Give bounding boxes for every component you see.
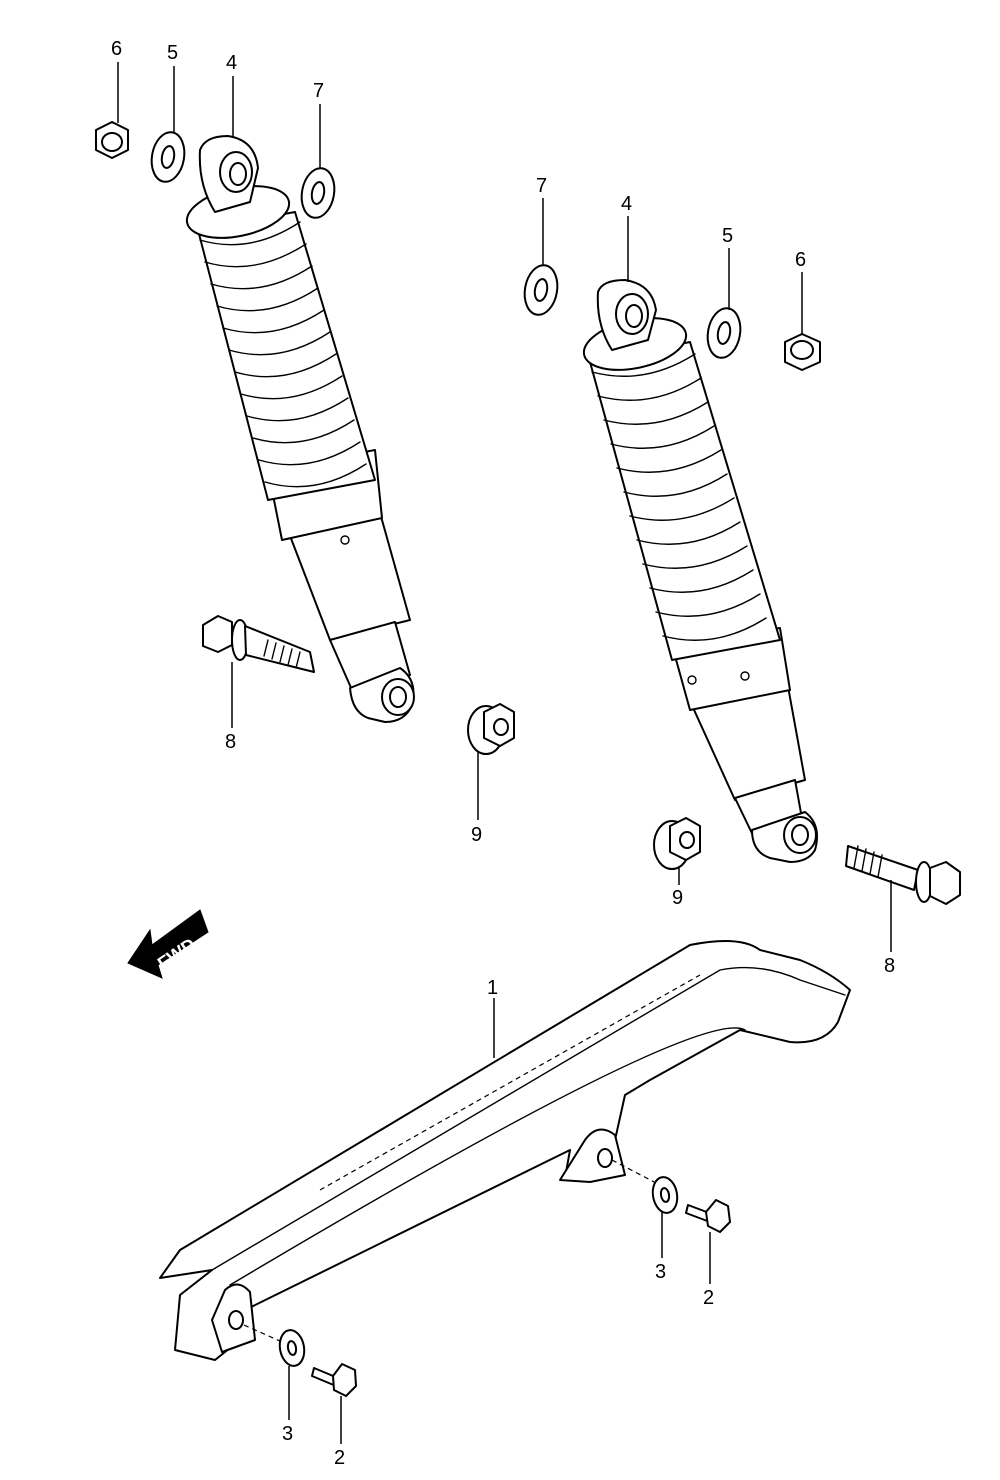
callout-2-lower: 2 [334, 1447, 345, 1469]
bolt-8-left [202, 615, 315, 673]
flange-nut-9-left [467, 703, 515, 755]
washer-7-left [300, 167, 336, 219]
callout-4-left: 4 [226, 52, 237, 74]
flange-nut-9-right [653, 817, 701, 870]
bolt-8-right [845, 845, 961, 905]
callout-5-right: 5 [722, 225, 733, 247]
callout-7-right: 7 [536, 175, 547, 197]
washer-5-right [706, 307, 742, 359]
right-shock-absorber [582, 279, 818, 863]
left-shock-absorber [185, 135, 415, 723]
callout-7-left: 7 [313, 80, 324, 102]
left-spring [197, 211, 376, 501]
callout-9-left: 9 [471, 824, 482, 846]
callout-6-right: 6 [795, 249, 806, 271]
washer-3-lower [278, 1329, 306, 1367]
callout-4-right: 4 [621, 193, 632, 215]
callout-5-left: 5 [167, 42, 178, 64]
fwd-arrow: FWD [127, 909, 209, 979]
nut-6-left [95, 121, 129, 159]
nut-6-right [784, 333, 821, 371]
callout-1: 1 [487, 977, 498, 999]
leader-lines [117, 62, 892, 1444]
callout-8-left: 8 [225, 731, 236, 753]
chain-case-1 [159, 940, 851, 1361]
callout-9-right: 9 [672, 887, 683, 909]
callout-3-upper: 3 [655, 1261, 666, 1283]
callout-3-lower: 3 [282, 1423, 293, 1445]
callout-2-upper: 2 [703, 1287, 714, 1309]
right-spring [589, 341, 781, 661]
washer-7-right [523, 264, 559, 316]
washer-3-upper [651, 1176, 679, 1214]
callout-6-left: 6 [111, 38, 122, 60]
bolt-2-lower [311, 1363, 357, 1397]
callout-8-right: 8 [884, 955, 895, 977]
callout-numbers: 6 5 4 7 7 4 5 6 8 9 9 8 1 3 2 3 2 [111, 38, 895, 1469]
bolt-2-upper [685, 1199, 731, 1233]
washer-5-left [150, 131, 186, 183]
